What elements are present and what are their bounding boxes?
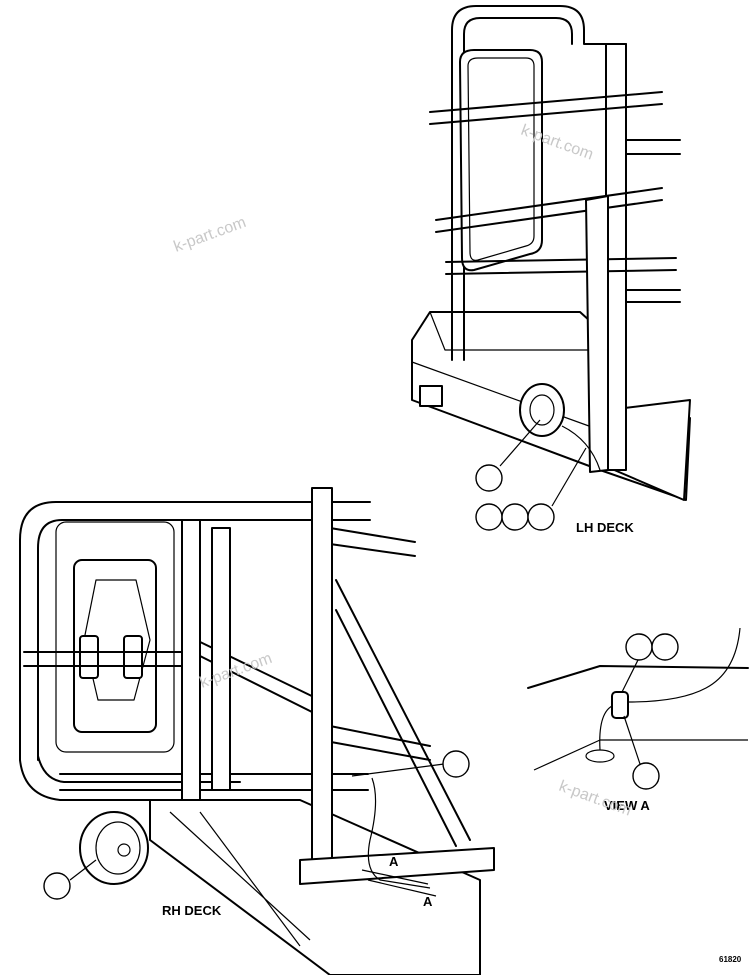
arrow-a-lower-label: A: [423, 894, 433, 909]
deck-light: [419, 385, 443, 407]
lh-wheel: [519, 383, 565, 437]
callout-6: [442, 750, 470, 778]
rh-deck-assembly: A A RH DECK: [19, 487, 495, 975]
lh-deck-label: LH DECK: [576, 520, 634, 535]
callout-1: [475, 464, 503, 492]
callout-4: [527, 503, 555, 531]
arrow-a-upper-label: A: [389, 854, 399, 869]
lh-deck-assembly: LH DECK: [411, 5, 691, 535]
callout-5: [43, 872, 71, 900]
rh-panel: [55, 521, 175, 753]
callout-7: [625, 633, 653, 661]
cable-clip: [611, 691, 629, 719]
callout-2: [475, 503, 503, 531]
view-a-label: VIEW A: [604, 798, 650, 813]
callout-3: [501, 503, 529, 531]
rh-mirror: [73, 559, 157, 733]
watermark-1: k-part.com: [172, 214, 249, 256]
callout-8: [651, 633, 679, 661]
rh-deck-label: RH DECK: [162, 903, 222, 918]
watermark-4: k-part.com: [557, 778, 634, 820]
watermark-3: k-part.com: [198, 650, 275, 692]
callout-9: [632, 762, 660, 790]
view-a-detail: VIEW A: [527, 627, 749, 813]
drawing-number: 61820: [719, 955, 742, 964]
rh-wheel: [79, 811, 149, 885]
mirror: [459, 49, 543, 272]
rh-post: [311, 487, 333, 871]
